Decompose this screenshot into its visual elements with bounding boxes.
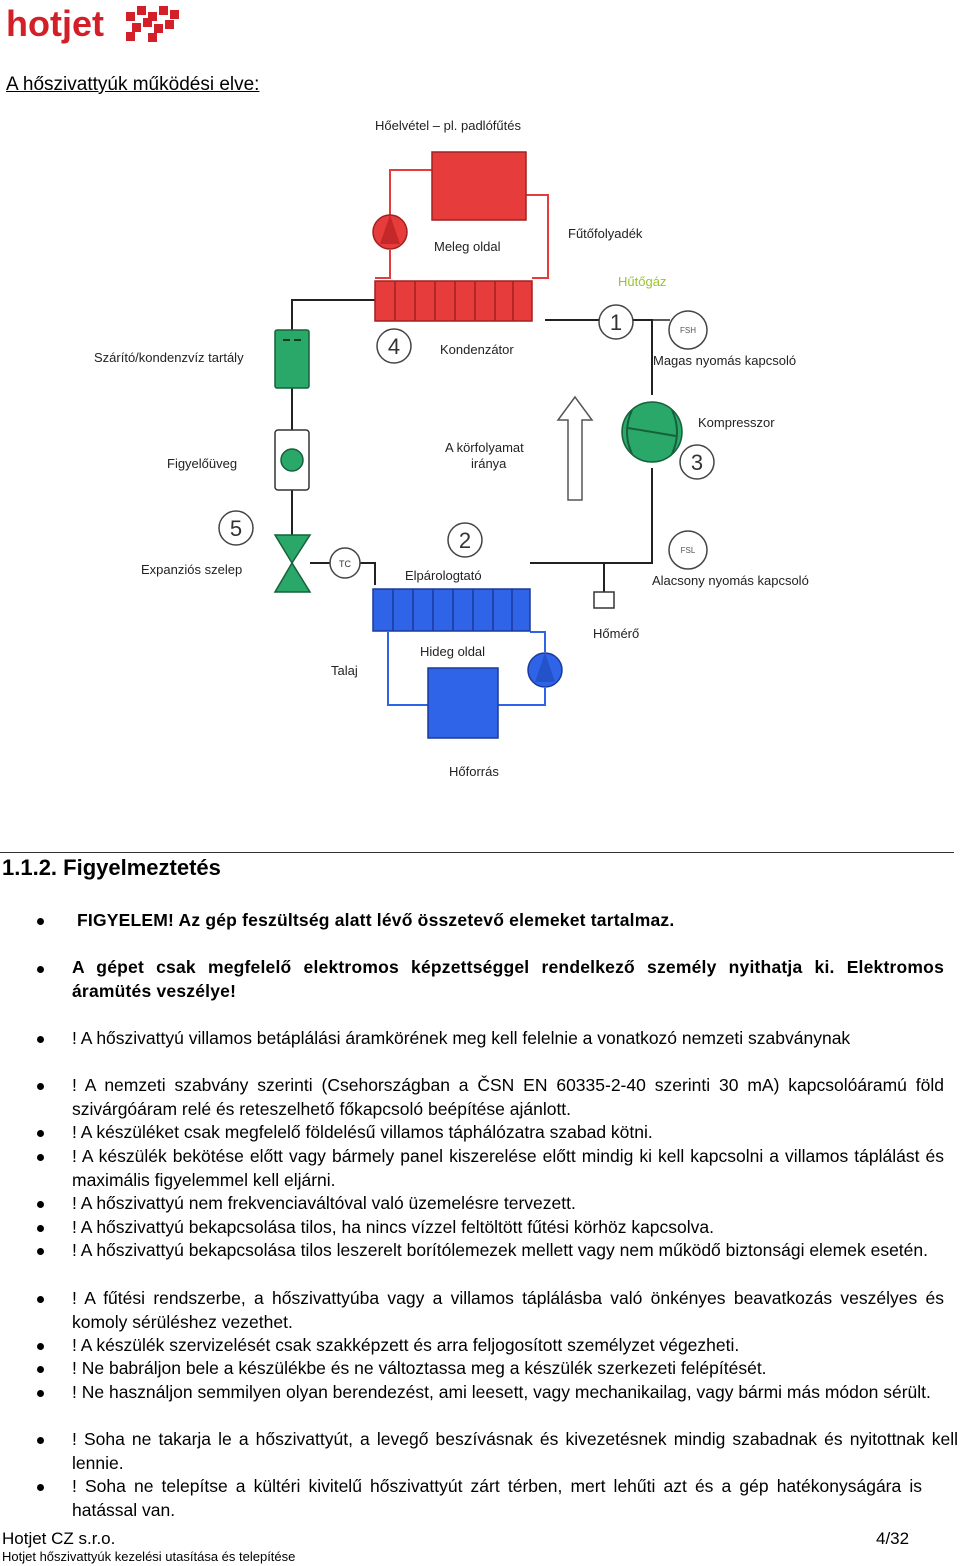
expansion-valve-icon — [273, 534, 312, 593]
tc-sensor-icon — [329, 547, 361, 579]
warning-item: ! A fűtési rendszerbe, a hőszivattyúba v… — [72, 1288, 944, 1332]
label-thermometer: Hőmérő — [593, 626, 639, 641]
label-heat-output: Hőelvétel – pl. padlófűtés — [375, 118, 521, 133]
warning-item: ! A nemzeti szabvány szerinti (Csehorszá… — [72, 1075, 944, 1119]
svg-text:TC: TC — [339, 559, 351, 569]
bullet — [37, 1366, 44, 1373]
bullet — [37, 1225, 44, 1232]
circulation-direction-arrow — [556, 395, 594, 501]
footer-doc-title: Hotjet hőszivattyúk kezelési utasítása é… — [2, 1549, 296, 1564]
bullet — [37, 1484, 44, 1491]
label-high-pressure-switch: Magas nyomás kapcsoló — [653, 353, 796, 368]
label-warm-side: Meleg oldal — [434, 239, 501, 254]
logo-mark — [126, 6, 179, 42]
label-heating-fluid: Fűtőfolyadék — [568, 226, 643, 241]
page-number: 4/32 — [876, 1529, 910, 1548]
bullet — [37, 966, 44, 973]
warning-item: ! A hőszivattyú bekapcsolása tilos, ha n… — [72, 1217, 714, 1237]
warning-item: ! Ne használjon semmilyen olyan berendez… — [72, 1382, 931, 1402]
bullet — [37, 1343, 44, 1350]
bullet — [37, 1390, 44, 1397]
heat-output-box — [431, 151, 527, 221]
heat-pump-diagram: TC FSH FSL 1 2 3 4 5 — [94, 118, 809, 779]
section-divider — [0, 852, 954, 853]
warning-item: FIGYELEM! Az gép feszültség alatt lévő ö… — [77, 910, 675, 930]
label-low-pressure-switch: Alacsony nyomás kapcsoló — [652, 573, 809, 588]
marker-2: 2 — [459, 528, 471, 553]
dryer-icon — [274, 329, 310, 389]
warning-item: ! A hőszivattyú nem frekvenciaváltóval v… — [72, 1193, 576, 1213]
warning-item: ! A készülék bekötése előtt vagy bármely… — [72, 1146, 944, 1190]
svg-text:FSH: FSH — [680, 326, 696, 335]
warning-item: ! Soha ne telepítse a kültéri kivitelű h… — [72, 1476, 922, 1520]
label-sight-glass: Figyelőüveg — [167, 456, 237, 471]
evaporator-icon — [372, 588, 531, 632]
label-circulation-direction-2: iránya — [471, 456, 507, 471]
hotjet-logo: hotjet — [6, 3, 179, 44]
label-evaporator: Elpárologtató — [405, 568, 482, 583]
label-compressor: Kompresszor — [698, 415, 775, 430]
label-heat-source: Hőforrás — [449, 764, 499, 779]
marker-1: 1 — [610, 310, 622, 335]
warning-item: ! A készüléket csak megfelelő földelésű … — [72, 1122, 653, 1142]
warning-item: ! A készülék szervizelését csak szakképz… — [72, 1335, 740, 1355]
warning-item: ! A hőszivattyú bekapcsolása tilos lesze… — [72, 1240, 928, 1260]
label-expansion-valve: Expanziós szelep — [141, 562, 242, 577]
warning-item: ! Soha ne takarja le a hőszivattyút, a l… — [72, 1429, 958, 1473]
heat-source-box — [427, 667, 499, 739]
section-title: A hőszivattyúk működési elve: — [6, 74, 260, 95]
label-condenser: Kondenzátor — [440, 342, 514, 357]
logo-text: hotjet — [6, 3, 104, 44]
label-circulation-direction: A körfolyamat — [445, 440, 524, 455]
bullet — [37, 1154, 44, 1161]
bullet — [37, 1437, 44, 1444]
bullet — [37, 1130, 44, 1137]
bullet — [37, 1036, 44, 1043]
warning-item: ! A hőszivattyú villamos betáplálási ára… — [72, 1028, 851, 1048]
label-refrigerant-gas: Hűtőgáz — [618, 274, 666, 289]
condenser-icon — [374, 280, 533, 322]
marker-4: 4 — [388, 334, 400, 359]
high-pressure-switch-icon — [668, 310, 708, 350]
bullet — [37, 1201, 44, 1208]
svg-text:FSL: FSL — [681, 546, 696, 555]
marker-3: 3 — [691, 450, 703, 475]
label-dryer: Szárító/kondenzvíz tartály — [94, 350, 244, 365]
warning-item: A gépet csak megfelelő elektromos képzet… — [72, 957, 944, 1001]
label-cold-side: Hideg oldal — [420, 644, 485, 659]
thermometer-icon — [593, 591, 615, 609]
label-ground: Talaj — [331, 663, 358, 678]
warning-item: ! Ne babráljon bele a készülékbe és ne v… — [72, 1358, 767, 1378]
bullet — [37, 1296, 44, 1303]
bullet — [37, 1248, 44, 1255]
bullet — [37, 918, 44, 925]
warning-heading: 1.1.2. Figyelmeztetés — [2, 855, 221, 880]
marker-5: 5 — [230, 516, 242, 541]
bullet — [37, 1083, 44, 1090]
footer-company: Hotjet CZ s.r.o. — [2, 1529, 116, 1548]
low-pressure-switch-icon — [668, 530, 708, 570]
compressor-icon — [621, 401, 683, 463]
